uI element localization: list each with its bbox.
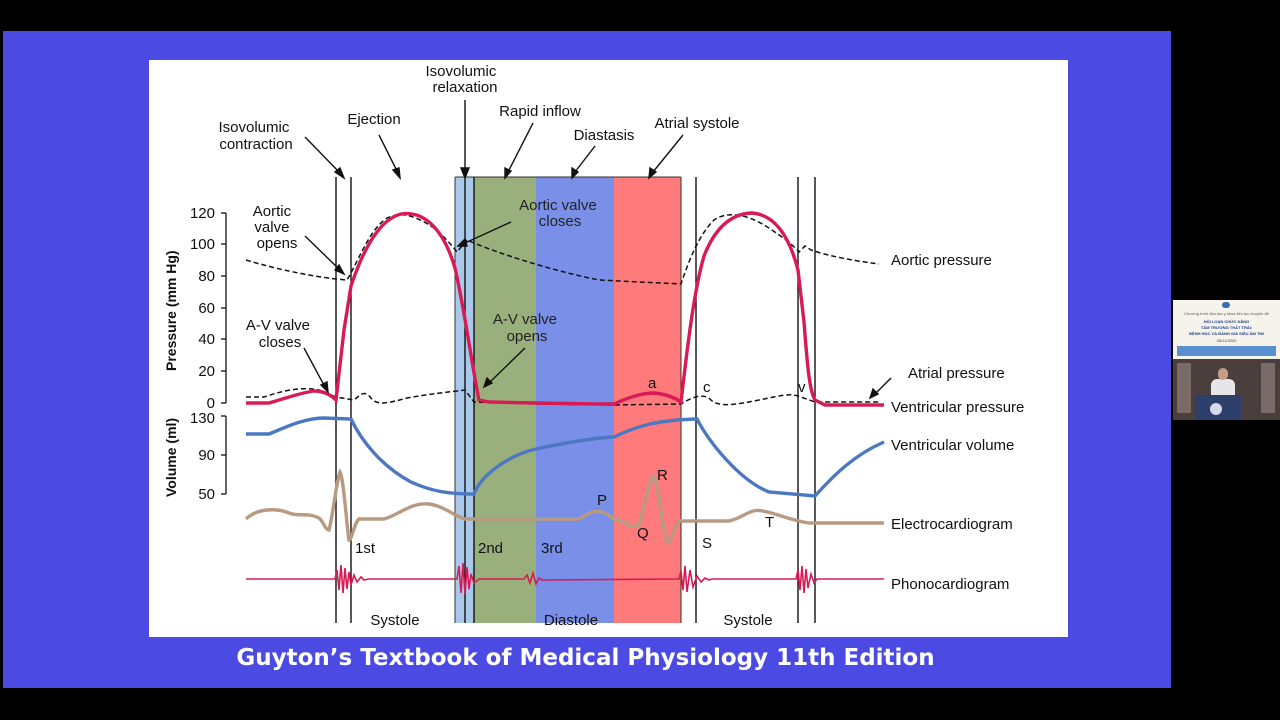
svg-text:Q: Q — [637, 525, 649, 542]
label-ejection: Ejection — [347, 111, 400, 128]
svg-text:Systole: Systole — [723, 612, 772, 629]
svg-text:T: T — [765, 514, 774, 531]
svg-text:1st: 1st — [355, 540, 376, 557]
svg-text:40: 40 — [198, 331, 215, 348]
phonocardiogram-trace — [246, 562, 884, 595]
ecg-trace — [244, 468, 884, 545]
label-atrial-systole: Atrial systole — [654, 115, 739, 132]
svg-text:a: a — [648, 375, 657, 392]
svg-text:20: 20 — [198, 363, 215, 380]
label-av-valve-closes: A-V valve closes — [246, 317, 314, 351]
svg-text:Ventricular pressure: Ventricular pressure — [891, 399, 1024, 416]
svg-text:S: S — [702, 535, 712, 552]
heart-sound-labels: 1st 2nd 3rd — [355, 540, 563, 557]
svg-text:Diastole: Diastole — [544, 612, 598, 629]
label-isovolumic-relaxation: Isovolumic relaxation — [425, 63, 500, 96]
phase-arrows — [304, 100, 684, 181]
svg-text:R: R — [657, 467, 668, 484]
volume-axis — [221, 415, 227, 495]
svg-text:2nd: 2nd — [478, 540, 503, 557]
label-aortic-valve-opens: Aortic valve opens — [253, 203, 298, 252]
svg-text:120: 120 — [190, 205, 215, 222]
speaker-head — [1218, 368, 1228, 380]
wiggers-diagram-figure: Isovolumic contraction Ejection Isovolum… — [149, 60, 1068, 637]
svg-text:Systole: Systole — [370, 612, 419, 629]
svg-text:100: 100 — [190, 236, 215, 253]
slide-caption: Guyton’s Textbook of Medical Physiology … — [236, 645, 935, 671]
volume-ticks: 130 90 50 — [190, 410, 215, 503]
pressure-ticks: 120 100 80 60 40 20 0 — [190, 205, 215, 412]
svg-text:3rd: 3rd — [541, 540, 563, 557]
banner-line: HỘI LOẠN CHỨC NĂNG — [1203, 319, 1250, 324]
trace-labels: Aortic pressure Atrial pressure Ventricu… — [891, 252, 1024, 593]
ventricular-volume-trace — [246, 416, 885, 498]
svg-text:130: 130 — [190, 410, 215, 427]
wave-labels: a c v P Q R S T — [597, 375, 806, 552]
banner-line: TÂM TRƯƠNG THẤT TRÁI: — [1200, 325, 1253, 330]
ventricular-pressure-trace — [246, 211, 884, 407]
banner-line: 05/11/2020 — [1216, 338, 1237, 343]
banner-line: Chương trình đào tạo y khoa liên tục chu… — [1184, 311, 1269, 316]
svg-text:90: 90 — [198, 447, 215, 464]
event-arrows — [303, 221, 892, 400]
svg-text:50: 50 — [198, 486, 215, 503]
event-banner: Chương trình đào tạo y khoa liên tục chu… — [1173, 300, 1280, 359]
label-rapid-inflow: Rapid inflow — [499, 103, 581, 120]
svg-text:Electrocardiogram: Electrocardiogram — [891, 516, 1013, 533]
aortic-pressure-trace — [245, 213, 880, 285]
svg-text:0: 0 — [207, 395, 215, 412]
speaker-video — [1173, 359, 1280, 420]
band-diastasis — [536, 177, 614, 623]
banner-line: BỆNH HỌC VÀ ĐÁNH GIÁ SIÊU ÂM TIM — [1189, 331, 1264, 336]
pressure-axis-label: Pressure (mm Hg) — [163, 250, 179, 371]
atrial-pressure-trace — [246, 387, 879, 406]
svg-text:P: P — [597, 492, 607, 509]
svg-text:Atrial pressure: Atrial pressure — [908, 365, 1005, 382]
label-isovolumic-contraction: Isovolumic contraction — [218, 119, 293, 153]
svg-text:80: 80 — [198, 268, 215, 285]
label-av-valve-opens: A-V valve opens — [493, 311, 561, 345]
svg-text:c: c — [703, 379, 711, 396]
cycle-labels: Systole Diastole Systole — [370, 612, 772, 629]
speaker-video-panel: Chương trình đào tạo y khoa liên tục chu… — [1173, 300, 1280, 420]
label-aortic-valve-closes: Aortic valve closes — [519, 197, 601, 230]
svg-text:v: v — [798, 379, 806, 396]
event-logo-icon — [1222, 302, 1230, 308]
podium-seal-icon — [1210, 403, 1222, 415]
label-diastasis: Diastasis — [574, 127, 635, 144]
svg-text:Ventricular volume: Ventricular volume — [891, 437, 1014, 454]
svg-text:Phonocardiogram: Phonocardiogram — [891, 576, 1009, 593]
banner-photo-strip — [1177, 346, 1276, 356]
svg-text:60: 60 — [198, 300, 215, 317]
volume-axis-label: Volume (ml) — [163, 418, 179, 497]
speaker-figure — [1211, 379, 1235, 397]
svg-text:Aortic pressure: Aortic pressure — [891, 252, 992, 269]
pressure-axis — [221, 212, 227, 404]
